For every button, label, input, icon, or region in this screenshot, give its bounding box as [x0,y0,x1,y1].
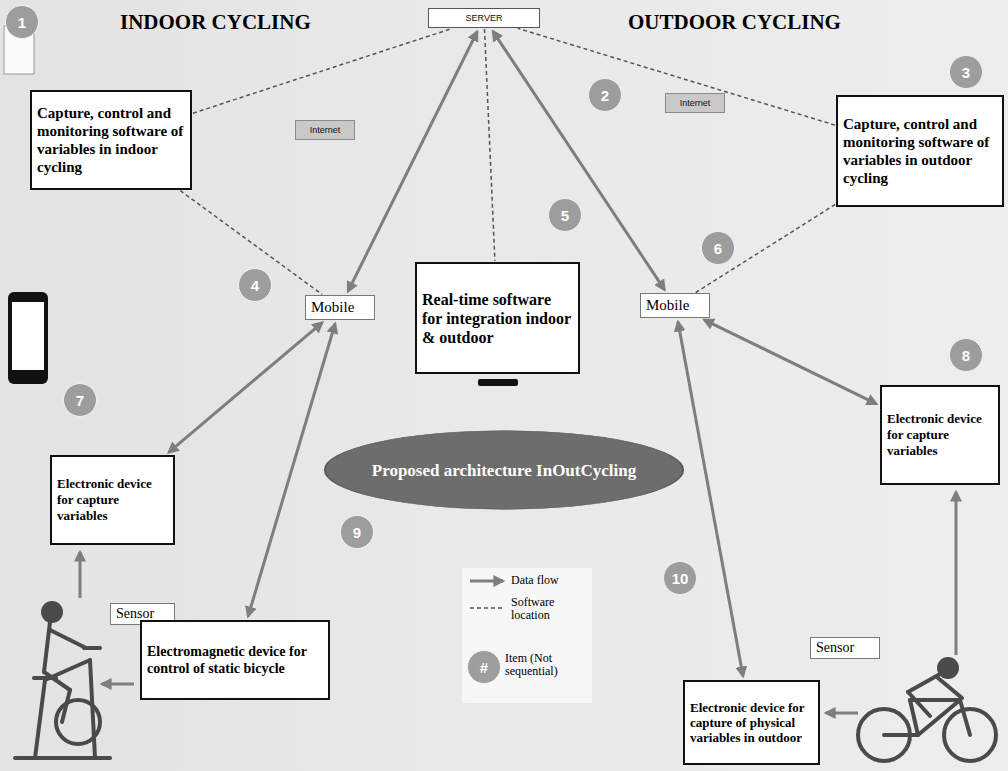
data-flow-arrow [348,32,477,292]
bike-post [35,680,45,758]
display-icon [478,379,518,386]
callout-number: 9 [340,515,374,549]
server-box: SERVER [428,8,540,28]
down-tube [918,700,960,735]
indoor-cyclist [15,603,110,758]
device-box: Electronic device for capture of physica… [683,680,820,765]
legend-arrow-sample [470,580,503,583]
mobile-box: Mobile [640,293,710,318]
phone-screen [12,302,44,370]
data-flow-arrow [169,323,323,453]
callout-number: 4 [238,268,272,302]
callout-number: 7 [63,383,97,417]
device-box: Electronic device for capture variables [880,385,1000,485]
legend-entry: Software location [511,596,587,622]
legend-entry: Data flow [511,574,587,587]
software-location-line [696,205,836,293]
phone-icon [8,292,48,384]
node-text: SERVER [433,13,535,23]
software-location-line [518,28,835,125]
node-text: Capture, control and monitoring software… [843,115,997,187]
callout-number: 5 [548,198,582,232]
device-box: Electronic device for capture variables [50,455,175,545]
software-location-line [485,29,495,261]
ellipse-fill [325,431,683,509]
callout-number: 3 [949,55,983,89]
callout-number: 6 [701,231,735,265]
node-text: Capture, control and monitoring software… [37,104,185,176]
rider-thigh [44,672,70,690]
software-location-line [193,28,453,113]
rider-leg [908,692,930,716]
legend-text: Item (Not sequential) [505,651,558,678]
sensor-arrow [955,492,958,655]
data-flow-arrow [248,324,335,616]
node-text: Proposed architecture InOutCycling [353,460,655,481]
software-box: Capture, control and monitoring software… [30,90,192,190]
sensor-box: Sensor [810,637,880,659]
data-flow-arrow [704,320,876,404]
rider-leg [62,690,70,722]
capture-arrow [826,712,858,715]
callout-number: 8 [949,338,983,372]
rider-arm [50,630,86,648]
outdoor-cyclist [858,659,996,761]
internet-box: Internet [295,120,355,140]
callout-number: 2 [588,78,622,112]
node-text: Electronic device for capture variables [57,476,168,524]
mobile-box: Mobile [305,295,375,320]
rider-arm [938,678,962,698]
section-heading: INDOOR CYCLING [120,10,311,35]
fork [960,700,970,735]
node-text: Electronic device for capture variables [887,411,993,459]
software-box: Real-time software for integration indoo… [415,262,580,374]
node-text: Mobile [646,297,704,314]
internet-box: Internet [665,93,725,113]
legend-entry: Item (Not sequential) [505,652,589,678]
rider-head [43,603,61,621]
node-text: Internet [300,125,350,135]
sensor-arrow [79,552,82,598]
software-box: Capture, control and monitoring software… [836,95,1004,207]
legend-item-symbol: # [467,650,501,684]
legend-dash-sample [470,607,505,609]
node-text: Mobile [311,299,369,316]
architecture-ellipse: Proposed architecture InOutCycling [323,430,685,510]
seat-tube [910,700,918,735]
section-heading: OUTDOOR CYCLING [628,10,841,35]
rider-back [908,674,940,692]
chainstay [884,733,918,737]
callout-number: 1 [5,5,39,39]
device-box: Electromagnetic device for control of st… [140,620,330,700]
data-flow-arrow [678,322,743,676]
legend-text: Data flow [511,573,559,587]
node-text: Internet [670,98,720,108]
node-text: Electronic device for capture of physica… [690,700,813,745]
node-text: Real-time software for integration indoo… [422,290,573,347]
callout-number: 10 [663,561,697,595]
data-flow-arrow [493,31,665,289]
legend-text: Software location [511,595,554,622]
legend-panel [462,568,592,703]
control-arrow [102,683,134,686]
node-text: Electromagnetic device for control of st… [147,643,323,677]
node-text: Sensor [816,640,874,656]
